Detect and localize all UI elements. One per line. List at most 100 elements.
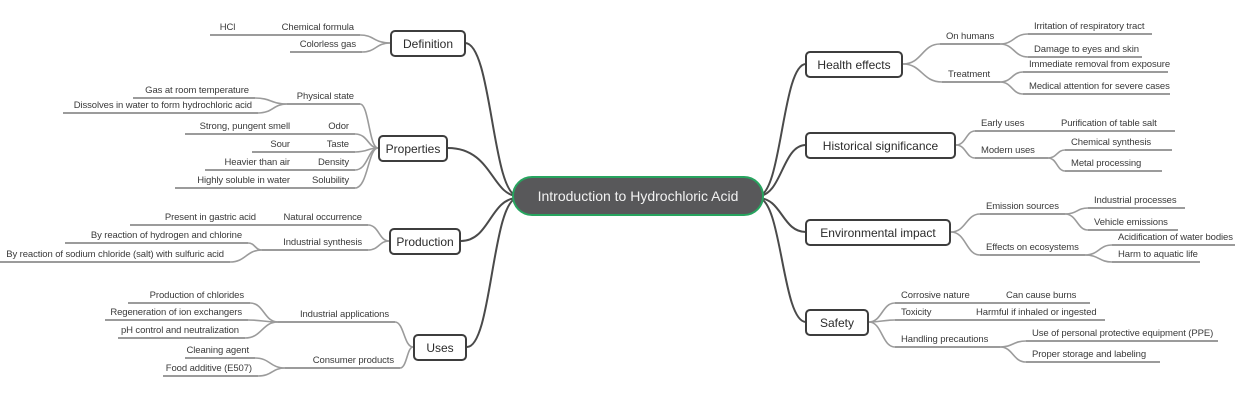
node-cleaning-agent[interactable]: Cleaning agent (185, 344, 255, 359)
link-curve (868, 321, 896, 348)
node-food-additive[interactable]: Food additive (E507) (163, 362, 258, 377)
node-chemical-formula[interactable]: Chemical formula (245, 21, 360, 36)
link-curve (254, 357, 286, 369)
node-proper-storage[interactable]: Proper storage and labeling (1026, 348, 1160, 363)
node-natural-occurrence[interactable]: Natural occurrence (262, 211, 368, 226)
link-curve (950, 213, 981, 233)
node-effects-on-ecosystems[interactable]: Effects on ecosystems (980, 241, 1085, 256)
branch-curve-uses (466, 197, 519, 348)
node-immediate-removal[interactable]: Immediate removal from exposure (1023, 58, 1170, 73)
branch-curve-definition (464, 42, 519, 197)
topic-environmental-impact[interactable]: Environmental impact (805, 219, 951, 246)
node-hcl[interactable]: HCl (210, 21, 245, 36)
node-dissolves-in-water[interactable]: Dissolves in water to form hydrochloric … (63, 99, 258, 114)
node-reaction-hydrogen-chlorine[interactable]: By reaction of hydrogen and chlorine (65, 229, 248, 244)
node-chemical-synthesis[interactable]: Chemical synthesis (1065, 136, 1172, 151)
link-curve (868, 302, 896, 323)
node-sour[interactable]: Sour (252, 138, 296, 153)
branch-curve-properties (447, 147, 519, 197)
link-curve (359, 103, 379, 149)
node-density[interactable]: Density (296, 156, 355, 171)
node-production-of-chlorides[interactable]: Production of chlorides (128, 289, 250, 304)
link-curve (999, 340, 1027, 348)
node-heavier-than-air[interactable]: Heavier than air (205, 156, 296, 171)
node-consumer-products[interactable]: Consumer products (285, 354, 400, 369)
node-gas-at-room-temperature[interactable]: Gas at room temperature (133, 84, 255, 99)
node-regeneration-ion-exchangers[interactable]: Regeneration of ion exchangers (105, 306, 248, 321)
node-solubility[interactable]: Solubility (296, 174, 355, 189)
link-curve (999, 71, 1024, 83)
branch-curve-environmental-impact (757, 197, 807, 233)
topic-definition[interactable]: Definition (390, 30, 466, 57)
topic-properties[interactable]: Properties (378, 135, 448, 162)
node-highly-soluble[interactable]: Highly soluble in water (175, 174, 296, 189)
node-industrial-applications[interactable]: Industrial applications (278, 308, 395, 323)
link-curve (247, 242, 263, 251)
link-curve (244, 321, 279, 339)
node-taste[interactable]: Taste (296, 138, 355, 153)
link-curve (999, 33, 1029, 45)
link-curve (257, 103, 288, 114)
link-curve (359, 34, 391, 44)
link-curve (902, 63, 943, 83)
link-curve (999, 43, 1029, 58)
link-curve (257, 367, 286, 377)
central-topic[interactable]: Introduction to Hydrochloric Acid (512, 176, 764, 216)
node-industrial-synthesis[interactable]: Industrial synthesis (262, 236, 368, 251)
link-curve (955, 130, 976, 146)
link-curve (999, 81, 1024, 95)
node-modern-uses[interactable]: Modern uses (975, 144, 1048, 159)
node-damage-eyes-skin[interactable]: Damage to eyes and skin (1028, 43, 1142, 58)
topic-historical-significance[interactable]: Historical significance (805, 132, 956, 159)
node-ph-control[interactable]: pH control and neutralization (118, 324, 245, 339)
link-curve (229, 249, 263, 263)
node-vehicle-emissions[interactable]: Vehicle emissions (1088, 216, 1178, 231)
node-physical-state[interactable]: Physical state (287, 90, 360, 105)
node-emission-sources[interactable]: Emission sources (980, 200, 1065, 215)
link-curve (367, 240, 390, 251)
branch-curve-production (460, 197, 519, 242)
node-ppe[interactable]: Use of personal protective equipment (PP… (1026, 327, 1218, 342)
topic-uses[interactable]: Uses (413, 334, 467, 361)
node-medical-attention[interactable]: Medical attention for severe cases (1023, 80, 1170, 95)
topic-production[interactable]: Production (389, 228, 461, 255)
node-industrial-processes[interactable]: Industrial processes (1088, 194, 1185, 209)
node-toxicity[interactable]: Toxicity (895, 306, 970, 321)
link-curve (1064, 213, 1089, 231)
link-curve (361, 42, 391, 53)
node-present-in-gastric-acid[interactable]: Present in gastric acid (130, 211, 262, 226)
link-curve (254, 97, 288, 105)
link-curve (1047, 157, 1066, 172)
link-curve (249, 302, 279, 323)
branch-curve-safety (757, 197, 807, 323)
node-harm-aquatic-life[interactable]: Harm to aquatic life (1112, 248, 1200, 263)
node-harmful-if-inhaled[interactable]: Harmful if inhaled or ingested (970, 306, 1105, 321)
link-curve (1064, 207, 1089, 215)
link-curve (1047, 149, 1066, 159)
node-treatment[interactable]: Treatment (942, 68, 1000, 83)
node-purification-table-salt[interactable]: Purification of table salt (1055, 117, 1175, 132)
node-reaction-sodium-chloride[interactable]: By reaction of sodium chloride (salt) wi… (0, 248, 230, 263)
topic-health-effects[interactable]: Health effects (805, 51, 903, 78)
branch-curve-health-effects (757, 63, 807, 197)
node-on-humans[interactable]: On humans (940, 30, 1000, 45)
node-handling-precautions[interactable]: Handling precautions (895, 333, 1000, 348)
link-curve (902, 43, 941, 65)
node-corrosive-nature[interactable]: Corrosive nature (895, 289, 1000, 304)
node-irritation-respiratory[interactable]: Irritation of respiratory tract (1028, 20, 1152, 35)
node-can-cause-burns[interactable]: Can cause burns (1000, 289, 1090, 304)
link-curve (1084, 244, 1113, 256)
link-curve (354, 147, 379, 189)
topic-safety[interactable]: Safety (805, 309, 869, 336)
node-odor[interactable]: Odor (296, 120, 355, 135)
link-curve (367, 224, 390, 242)
node-strong-pungent-smell[interactable]: Strong, pungent smell (185, 120, 296, 135)
link-curve (394, 321, 414, 348)
node-colorless-gas[interactable]: Colorless gas (290, 38, 362, 53)
node-early-uses[interactable]: Early uses (975, 117, 1055, 132)
link-curve (999, 346, 1027, 363)
link-curve (950, 231, 981, 256)
node-acidification-water[interactable]: Acidification of water bodies (1112, 231, 1235, 246)
node-metal-processing[interactable]: Metal processing (1065, 157, 1162, 172)
